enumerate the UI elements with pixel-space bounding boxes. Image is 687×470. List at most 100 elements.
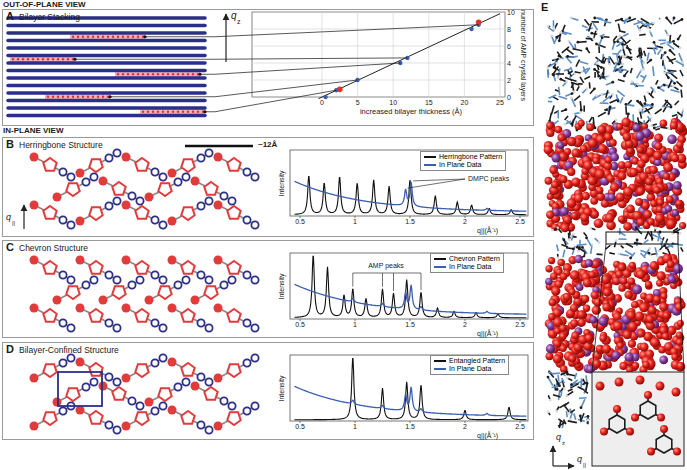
bond (589, 82, 591, 88)
phosphate-dot (214, 256, 223, 265)
atom (664, 51, 667, 54)
crystal-dot (57, 58, 59, 60)
tick-label: 0.5 (295, 218, 305, 225)
xrd-chart (290, 355, 528, 423)
section-heading: OUT-OF-PLANE VIEW (3, 1, 86, 9)
atom (564, 123, 567, 126)
amp-crystal (70, 34, 145, 40)
carbon-ring (640, 401, 656, 419)
atom (673, 82, 676, 85)
bond (619, 238, 627, 240)
bond (661, 240, 663, 247)
atom (572, 233, 575, 236)
bond (558, 419, 564, 424)
atom (562, 238, 565, 241)
atom (595, 94, 598, 97)
phosphate-dot (99, 177, 108, 186)
bond (624, 19, 626, 24)
bond (584, 233, 587, 237)
bond (569, 56, 577, 58)
atom (649, 59, 652, 62)
crystal-dot (127, 73, 129, 75)
zoom-line (592, 244, 606, 372)
axis-title: increased bilayer thickness (Å) (360, 108, 462, 116)
atom (552, 153, 561, 162)
base-ring (251, 324, 258, 331)
atom (658, 249, 661, 252)
atom (637, 329, 645, 337)
atom (553, 66, 556, 69)
pentagon-ring (112, 387, 125, 400)
bond (656, 80, 658, 84)
atom (602, 344, 611, 353)
tick-mark (465, 216, 466, 218)
base-ring (59, 359, 66, 366)
bond (669, 59, 676, 62)
base-ring (182, 276, 189, 283)
atom (589, 227, 592, 230)
atom (576, 246, 579, 249)
atom (629, 257, 632, 260)
pentagon-ring (112, 286, 125, 299)
bilayer (8, 46, 205, 50)
atom (650, 337, 660, 347)
tick-label: 2.5 (515, 321, 525, 328)
atom (677, 38, 680, 41)
crystal-dot (142, 73, 144, 75)
atom (677, 320, 684, 327)
atom (642, 361, 649, 368)
fit-line (318, 14, 500, 99)
atom (679, 222, 686, 229)
atom (557, 134, 565, 142)
leader-dot (73, 58, 76, 61)
crystal-dot (12, 58, 14, 60)
crystal-dot (167, 73, 169, 75)
base-ring (59, 168, 66, 175)
base-ring (113, 378, 120, 385)
atom (642, 62, 645, 65)
base-ring (67, 221, 74, 228)
phosphate-dot (168, 304, 177, 313)
base-ring (113, 197, 120, 204)
atom (567, 168, 575, 176)
base-ring (82, 383, 89, 390)
leader-line (408, 179, 465, 188)
bond (672, 229, 680, 234)
atom (595, 43, 598, 46)
atom (597, 75, 600, 78)
atom (618, 284, 626, 292)
atom (669, 49, 672, 52)
crystal-dot (112, 36, 114, 38)
legend-line-sample (424, 164, 436, 166)
bond (668, 80, 672, 88)
crystal-dot (122, 73, 124, 75)
crystal-dot (97, 96, 99, 98)
atom (577, 310, 585, 318)
bilayer (8, 54, 205, 58)
bond (594, 72, 596, 78)
base-ring (228, 402, 235, 409)
atom (559, 175, 567, 183)
atom (657, 414, 665, 422)
base-ring (105, 271, 112, 278)
bond (557, 52, 561, 58)
pentagon-ring (227, 364, 240, 377)
atom (560, 31, 563, 34)
atom (551, 223, 559, 231)
atom (663, 172, 671, 180)
atom (653, 186, 661, 194)
bond (564, 69, 571, 71)
base-ring (228, 276, 235, 283)
bond (607, 107, 609, 115)
pentagon-ring (43, 412, 56, 425)
axis-arrow (23, 205, 24, 229)
leader-line (75, 58, 407, 59)
atom (664, 163, 673, 172)
base-ring (82, 281, 89, 288)
tick-mark (410, 421, 411, 423)
plot-frame (252, 12, 505, 97)
atom (595, 169, 605, 179)
atom (679, 232, 682, 235)
base-ring (251, 402, 258, 409)
atom (603, 288, 612, 297)
